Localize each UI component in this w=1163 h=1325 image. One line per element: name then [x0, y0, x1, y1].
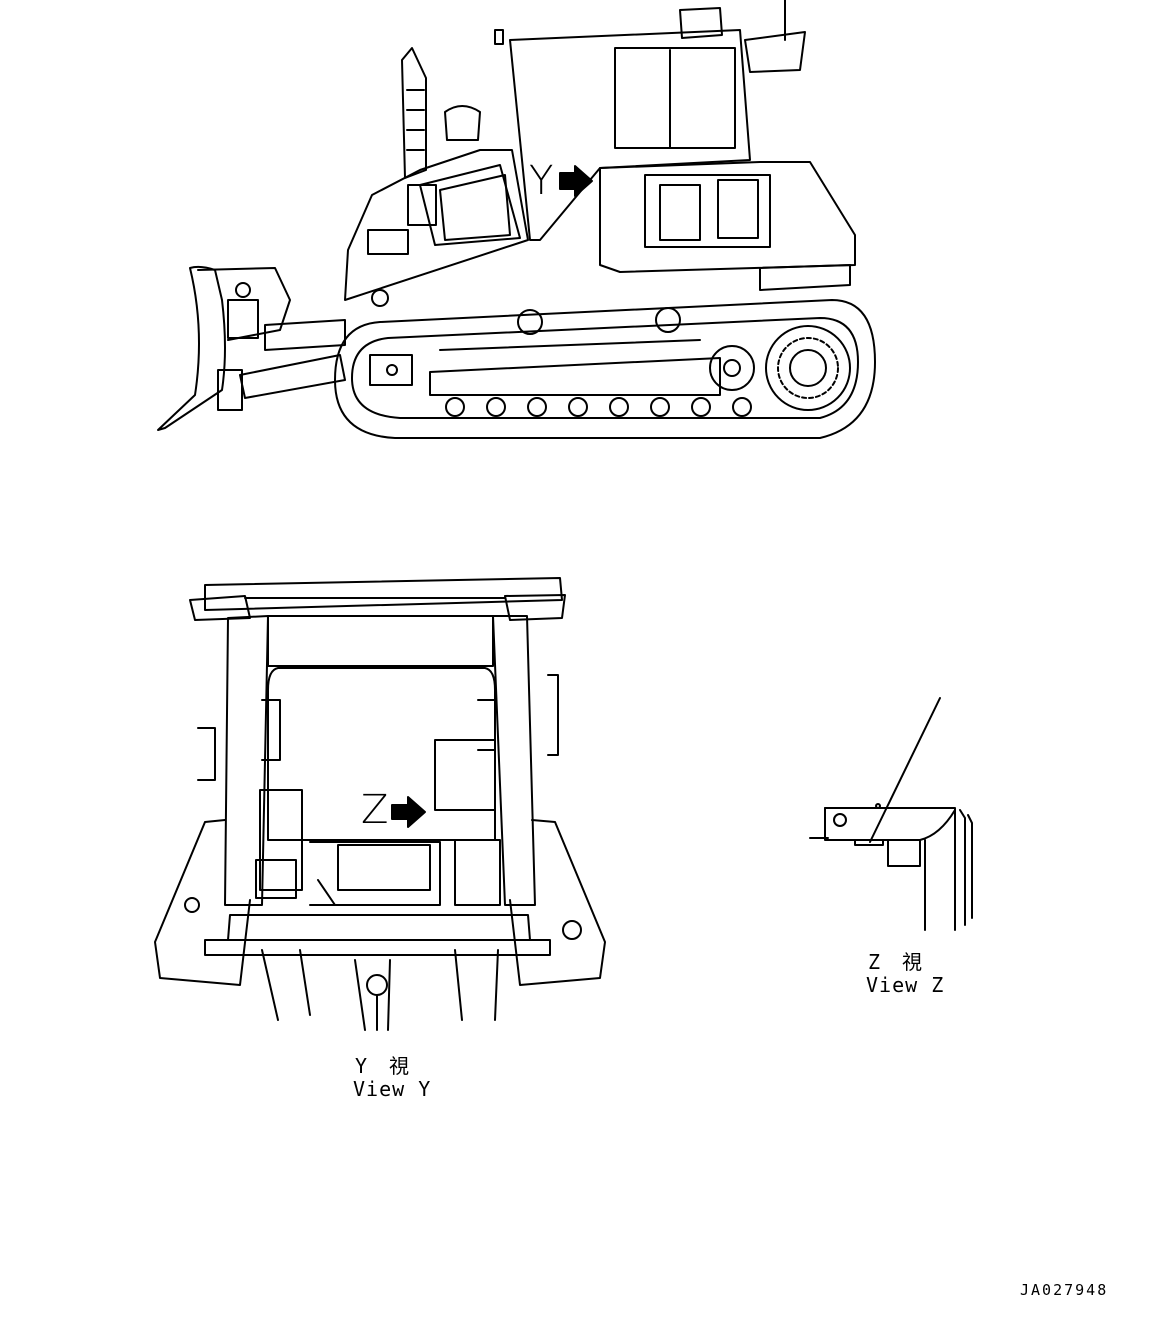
view-y-caption-jp: Y 視	[355, 1054, 411, 1078]
decal-position-mark	[854, 839, 884, 846]
left-fender	[154, 819, 251, 986]
y-view-arrow	[559, 165, 593, 197]
right-fender	[509, 819, 606, 986]
z-view-arrow	[391, 796, 426, 828]
view-z-caption-jp: Z 視	[868, 950, 924, 974]
y-arrow-label: Y	[529, 158, 554, 204]
rops-left-leg	[224, 615, 269, 906]
drive-sprocket	[765, 325, 851, 411]
rops-top-rail	[204, 577, 563, 611]
track-rollers	[445, 397, 752, 417]
panel-outline	[824, 807, 956, 931]
track-outer	[334, 299, 876, 439]
rear-body	[599, 161, 856, 273]
cab	[509, 29, 751, 241]
dozer-blade	[157, 265, 226, 431]
z-arrow-label: Z	[361, 787, 389, 833]
leader-line	[869, 697, 941, 843]
view-y-caption-en: View Y	[353, 1077, 432, 1101]
engine-hood	[344, 149, 529, 301]
view-z-caption-en: View Z	[866, 973, 945, 997]
exhaust-stack	[401, 47, 427, 179]
document-number: JA027948	[1020, 1281, 1109, 1299]
front-idler	[709, 345, 755, 391]
rops-right-leg	[492, 615, 536, 906]
view-y-rear-view	[154, 577, 606, 1031]
bulldozer-side-view	[157, 0, 876, 439]
idler-wheel	[517, 309, 543, 335]
track-inner	[351, 317, 859, 419]
view-z-detail	[809, 697, 973, 931]
